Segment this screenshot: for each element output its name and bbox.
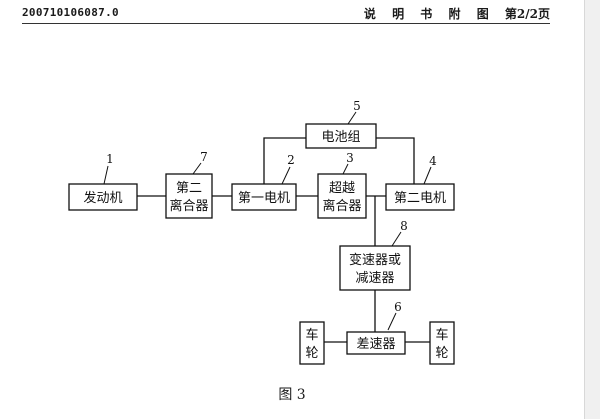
page-header-title: 说 明 书 附 图 第2/2页 (356, 5, 550, 22)
leader-4 (423, 166, 432, 185)
header-char: 说 (363, 7, 376, 21)
leader-3 (342, 163, 349, 175)
header-char: 明 (392, 7, 405, 21)
ref-transmission: 8 (400, 219, 408, 233)
ref-differential: 6 (394, 300, 402, 314)
document-number: 200710106087.0 (22, 6, 119, 19)
battery-box (305, 123, 377, 149)
ref-engine: 1 (106, 152, 114, 166)
connection-lines (137, 137, 430, 343)
link-battery-motor2 (376, 137, 415, 184)
header-rule (22, 23, 550, 24)
overrunning-clutch-box (317, 173, 367, 219)
ref-second-clutch: 7 (200, 150, 208, 164)
transmission-box (339, 245, 411, 291)
powertrain-block-diagram: 发动机 第二 离合器 第一电机 超越 离合器 第二电机 电池组 变速器或 减速器… (68, 99, 455, 365)
viewer-scrollbar[interactable] (584, 0, 600, 419)
wheel-right-label-1: 车 (435, 327, 448, 343)
transmission-label-2: 减速器 (355, 271, 394, 286)
differential-label: 差速器 (356, 337, 395, 352)
first-motor-box (231, 183, 297, 211)
leader-2 (281, 166, 291, 185)
ref-first-motor: 2 (287, 153, 295, 167)
wheel-right-label-2: 轮 (435, 346, 448, 361)
reference-leaders (103, 111, 432, 331)
page-number: 第2/2页 (504, 7, 550, 21)
second-motor-box (385, 183, 455, 211)
header-char: 书 (420, 7, 433, 21)
first-motor-label: 第一电机 (238, 191, 290, 206)
wheel-left-label-1: 车 (305, 327, 318, 343)
patent-drawing-page: 200710106087.0 说 明 书 附 图 第2/2页 (22, 5, 550, 403)
second-motor-label: 第二电机 (394, 191, 446, 206)
leader-5 (347, 111, 357, 125)
differential-box (346, 331, 406, 355)
wheel-left-box (299, 321, 325, 365)
link-motor1-battery (263, 137, 306, 184)
ref-second-motor: 4 (429, 154, 437, 168)
transmission-label-1: 变速器或 (349, 252, 401, 268)
wheel-left-label-2: 轮 (305, 346, 318, 361)
engine-box (68, 183, 138, 211)
second-clutch-label-1: 第二 (176, 181, 202, 196)
battery-label: 电池组 (321, 130, 360, 145)
wheel-right-box (429, 321, 455, 365)
header-char: 附 (448, 7, 461, 21)
leader-8 (391, 231, 402, 247)
leader-6 (387, 312, 397, 331)
second-clutch-label-2: 离合器 (169, 198, 208, 214)
leader-1 (103, 165, 109, 185)
leader-7 (192, 162, 202, 175)
ref-overrunning-clutch: 3 (346, 151, 354, 165)
header-char: 图 (476, 7, 489, 21)
engine-label: 发动机 (83, 190, 122, 206)
ref-battery: 5 (353, 99, 361, 113)
second-clutch-box (165, 173, 213, 219)
figure-caption: 图 3 (278, 387, 306, 403)
overrunning-clutch-label-2: 离合器 (322, 198, 361, 214)
overrunning-clutch-label-1: 超越 (329, 181, 355, 196)
